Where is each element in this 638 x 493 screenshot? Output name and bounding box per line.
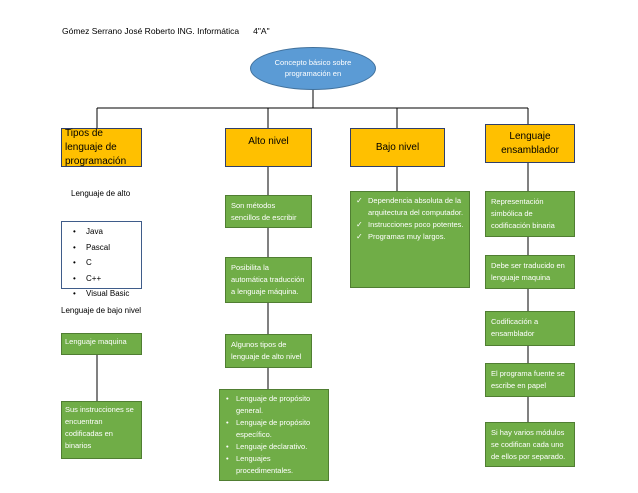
alto-box-2-text: Posibilita la automática traducción a le… <box>231 263 305 296</box>
ensamblador-box-5: Si hay varios módulos se codifican cada … <box>485 422 575 467</box>
alto-types-box: Lenguaje de propósito general. Lenguaje … <box>219 389 329 481</box>
tipos-header-label: Tipos de lenguaje de programación <box>65 127 127 167</box>
ensamblador-box-4-text: El programa fuente se escribe en papel <box>491 369 565 390</box>
alto-box-1-text: Son métodos sencillos de escribir <box>231 201 297 222</box>
list-item: Pascal <box>70 240 137 256</box>
list-item: Lenguaje de propósito específico. <box>224 417 324 441</box>
alto-box-3-text: Algunos tipos de lenguaje de alto nivel <box>231 340 302 361</box>
binarios-text: Sus instrucciones se encuentran codifica… <box>65 405 134 450</box>
author-text: Gómez Serrano José Roberto ING. Informát… <box>62 26 240 36</box>
ensamblador-box-3: Codificación a ensamblador <box>485 311 575 346</box>
ensamblador-box-5-text: Si hay varios módulos se codifican cada … <box>491 428 566 461</box>
ensamblador-box-1: Representación simbólica de codificación… <box>485 191 575 237</box>
ensamblador-box-1-text: Representación simbólica de codificación… <box>491 197 555 230</box>
bajo-list: Dependencia absoluta de la arquitectura … <box>356 195 464 244</box>
alto-box-3: Algunos tipos de lenguaje de alto nivel <box>225 334 312 368</box>
list-item: Dependencia absoluta de la arquitectura … <box>356 195 464 219</box>
grade-text: 4"A" <box>253 26 270 36</box>
ensamblador-header-label: Lenguaje ensamblador <box>501 130 559 156</box>
alto-header-box: Alto nivel <box>225 128 312 167</box>
document-header: Gómez Serrano José Roberto ING. Informát… <box>62 26 270 36</box>
lenguaje-alto-label: Lenguaje de alto <box>71 189 131 198</box>
lenguaje-bajo-label: Lenguaje de bajo nivel <box>61 306 142 315</box>
list-item: Programas muy largos. <box>356 231 464 244</box>
list-item: C++ <box>70 271 137 287</box>
list-item: Instrucciones poco potentes. <box>356 219 464 232</box>
list-item: Visual Basic <box>70 286 137 302</box>
root-concept-label: Concepto básico sobre programación en <box>274 57 352 78</box>
ensamblador-header-box: Lenguaje ensamblador <box>485 124 575 163</box>
ensamblador-box-4: El programa fuente se escribe en papel <box>485 363 575 397</box>
alto-languages-box: Java Pascal C C++ Visual Basic <box>61 221 142 301</box>
root-concept: Concepto básico sobre programación en <box>250 47 376 90</box>
list-item: Lenguajes procedimentales. <box>224 453 324 477</box>
alto-languages-list: Java Pascal C C++ Visual Basic <box>70 224 137 302</box>
alto-box-2: Posibilita la automática traducción a le… <box>225 257 312 303</box>
alto-types-list: Lenguaje de propósito general. Lenguaje … <box>224 393 324 477</box>
ensamblador-box-2-text: Debe ser traducido en lenguaje maquina <box>491 261 565 282</box>
ensamblador-box-2: Debe ser traducido en lenguaje maquina <box>485 255 575 289</box>
alto-header-label: Alto nivel <box>248 135 289 147</box>
list-item: C <box>70 255 137 271</box>
tipos-header-box: Tipos de lenguaje de programación <box>61 128 142 167</box>
list-item: Lenguaje de propósito general. <box>224 393 324 417</box>
bajo-header-label: Bajo nivel <box>375 141 420 153</box>
bajo-header-box: Bajo nivel <box>350 128 445 167</box>
lenguaje-maquina-box: Lenguaje maquina <box>61 333 142 355</box>
binarios-box: Sus instrucciones se encuentran codifica… <box>61 401 142 459</box>
ensamblador-box-3-text: Codificación a ensamblador <box>491 317 539 338</box>
list-item: Java <box>70 224 137 240</box>
alto-box-1: Son métodos sencillos de escribir <box>225 195 312 228</box>
lenguaje-maquina-text: Lenguaje maquina <box>65 337 127 346</box>
list-item: Lenguaje declarativo. <box>224 441 324 453</box>
bajo-box: Dependencia absoluta de la arquitectura … <box>350 191 470 288</box>
